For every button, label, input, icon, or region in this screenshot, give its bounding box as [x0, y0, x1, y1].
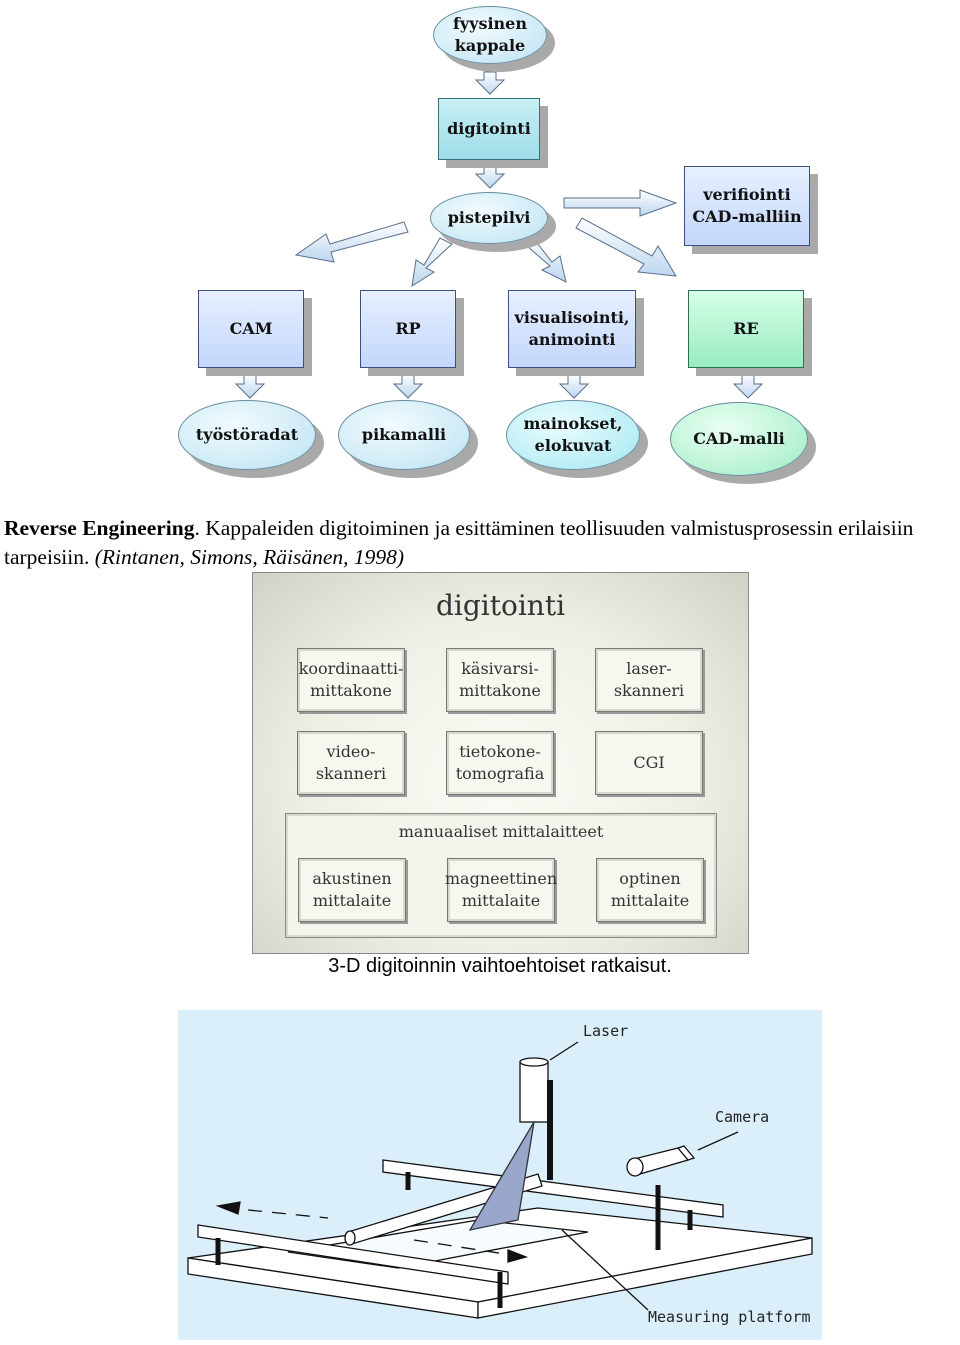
arrow-down-2 — [474, 163, 506, 189]
node-visualisointi: visualisointi, animointi — [508, 290, 636, 368]
node-pikamalli: pikamalli — [338, 400, 470, 470]
digitointi-panel: digitointi koordinaatti- mittakone käsiv… — [252, 572, 749, 954]
caption-text: . Kappaleiden digitoiminen ja esittämine… — [4, 516, 914, 569]
flow-arrows — [234, 71, 764, 399]
node-mainokset: mainokset, elokuvat — [506, 400, 640, 470]
node-pistepilvi: pistepilvi — [430, 192, 548, 244]
node-cad-malli: CAD-malli — [670, 402, 808, 476]
method-box: käsivarsi- mittakone — [446, 648, 554, 712]
scanner-drawing: Laser Camera Measuring platform — [187, 1022, 813, 1326]
node-verifiointi: verifiointi CAD-malliin — [684, 166, 810, 246]
label-camera: Camera — [715, 1108, 769, 1126]
method-box: CGI — [595, 731, 703, 795]
label-platform: Measuring platform — [648, 1308, 811, 1326]
node-digitointi: digitointi — [438, 98, 540, 160]
arrow-to-cam — [294, 221, 409, 263]
laser-scanner-illustration: Laser Camera Measuring platform — [178, 1010, 822, 1340]
node-cam: CAM — [198, 290, 304, 368]
node-re: RE — [688, 290, 804, 368]
manual-group-title: manuaaliset mittalaitteet — [398, 822, 604, 841]
method-box: optinen mittalaite — [596, 858, 704, 922]
arrow-to-verif — [563, 189, 678, 217]
arrow-to-vis — [519, 233, 567, 283]
method-box: video- skanneri — [297, 731, 405, 795]
caption-bold: Reverse Engineering — [4, 516, 195, 540]
node-rp: RP — [360, 290, 456, 368]
panel-caption: 3-D digitoinnin vaihtoehtoiset ratkaisut… — [328, 955, 672, 977]
method-box: koordinaatti- mittakone — [297, 648, 405, 712]
panel-title: digitointi — [435, 589, 566, 622]
arrow-down-1 — [474, 71, 506, 95]
figure-caption: Reverse Engineering. Kappaleiden digitoi… — [4, 514, 960, 572]
method-box: laser- skanneri — [595, 648, 703, 712]
label-laser: Laser — [583, 1022, 628, 1040]
method-box: tietokone- tomografia — [446, 731, 554, 795]
caption-citation: (Rintanen, Simons, Räisänen, 1998) — [94, 545, 405, 569]
node-tyostoradat: työstöradat — [178, 400, 316, 470]
arrow-to-re — [575, 217, 677, 277]
method-box: akustinen mittalaite — [298, 858, 406, 922]
method-box: magneettinen mittalaite — [445, 858, 557, 922]
arrow-to-rp — [411, 237, 453, 288]
node-fyysinen-kappale: fyysinen kappale — [433, 6, 547, 64]
manual-devices-group: manuaaliset mittalaitteet akustinen mitt… — [285, 813, 717, 938]
